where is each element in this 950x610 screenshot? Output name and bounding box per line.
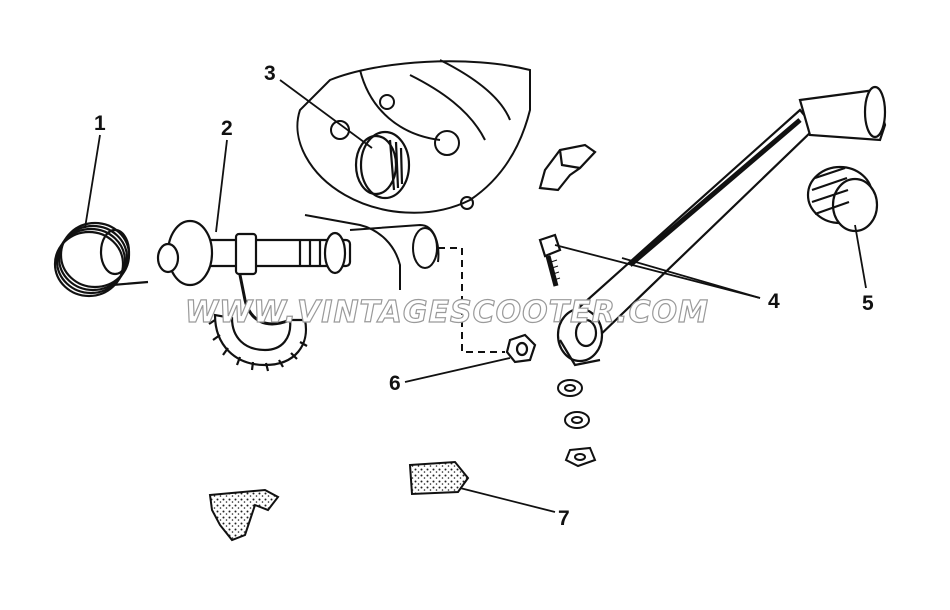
callout-5: 5 — [862, 292, 874, 315]
callout-4: 4 — [768, 290, 780, 313]
callout-6: 6 — [389, 372, 401, 395]
part-clip — [538, 143, 597, 192]
part-bearing — [354, 130, 411, 200]
part-bolt — [538, 233, 562, 287]
part-kickstart-shaft — [156, 219, 352, 372]
part-return-spring — [53, 221, 149, 298]
leader-lines — [84, 79, 867, 513]
part-washers-nut — [557, 379, 597, 468]
engine-casing — [296, 59, 531, 290]
part-nut — [505, 333, 537, 364]
dashed-assembly-line — [438, 247, 505, 353]
part-pedal-rubber — [806, 165, 879, 233]
callout-2: 2 — [221, 117, 233, 140]
callout-1: 1 — [94, 112, 106, 135]
callout-7: 7 — [558, 507, 570, 530]
part-bracket — [208, 488, 280, 542]
watermark: WWW.VINTAGESCOOTER.COM — [185, 295, 709, 330]
part-kickstart-lever — [556, 85, 887, 367]
part-felt-pad — [408, 460, 470, 496]
callout-3: 3 — [264, 62, 276, 85]
